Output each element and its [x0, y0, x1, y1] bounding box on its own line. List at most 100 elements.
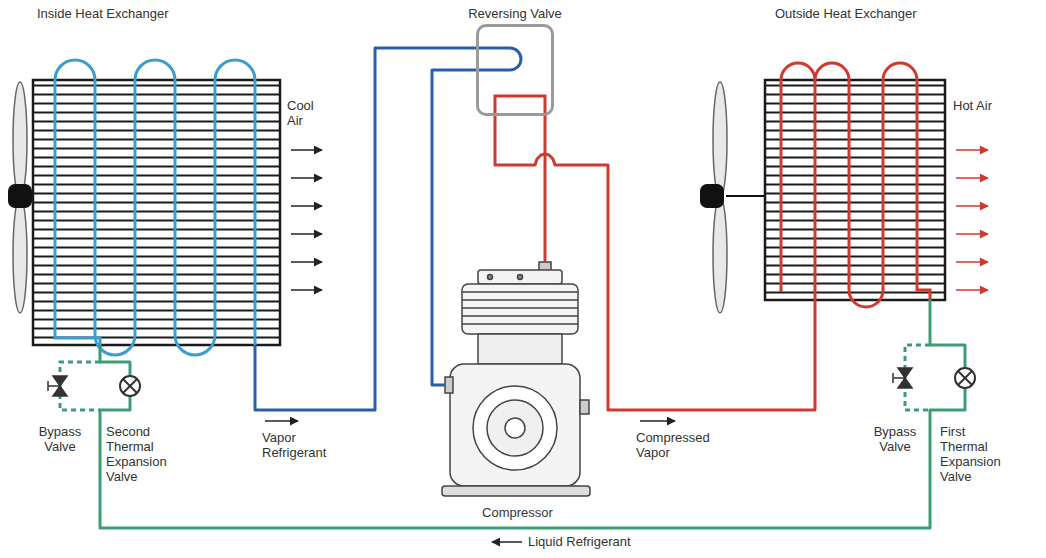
fan: [713, 82, 727, 198]
expansion-valve-symbol: [958, 371, 972, 385]
valve-label: Bypass Valve: [30, 424, 90, 454]
air-flow-arrow: [291, 177, 322, 179]
bypass-valve-symbol: [47, 381, 49, 391]
vapor-pipe: [255, 48, 460, 410]
air-flow-label-box: Cool Air: [287, 98, 331, 128]
compressor-drawing: [445, 377, 453, 393]
compressed-vapor-pipe: [495, 118, 815, 410]
valve-label-box: Bypass Valve: [30, 424, 90, 454]
fan: [8, 82, 33, 313]
air-flow-arrow: [956, 261, 988, 263]
compressor-drawing: [462, 323, 578, 325]
expansion-valve-symbol: [123, 379, 137, 393]
valve-body: [476, 24, 554, 116]
fan: [700, 82, 765, 313]
heat-exchanger-coil: [781, 63, 815, 292]
air-flow-arrow: [956, 149, 988, 151]
air-flow-arrow: [291, 261, 322, 263]
bypass-valve-symbol: [898, 368, 912, 378]
expansion-valve-symbol: [120, 376, 140, 396]
fan: [700, 184, 724, 208]
air-flow-arrow: [291, 233, 322, 235]
valve-label: Second Thermal Expansion Valve: [106, 424, 178, 484]
compressor-drawing: [442, 486, 590, 496]
compressor-drawing: [462, 299, 578, 301]
air-flow-label: Cool Air: [287, 98, 331, 128]
vapor-pipe: [432, 70, 460, 385]
compressor-drawing: [473, 386, 557, 470]
reversing-valve: Reversing Valve: [460, 4, 570, 118]
bypass-valve-symbol: [893, 368, 912, 388]
valve-passage: [460, 48, 521, 70]
fan: [13, 197, 27, 313]
compressor-drawing: [462, 315, 578, 317]
pipe-label: Vapor Refrigerant: [262, 430, 347, 460]
air-flow-arrow: [956, 233, 988, 235]
bypass-valve-symbol: [898, 378, 912, 388]
fan: [726, 195, 765, 197]
pipe-label: Compressed Vapor: [636, 430, 721, 460]
compressor-drawing: [462, 307, 578, 309]
valve-passage: [460, 48, 545, 118]
compressor-drawing: [505, 418, 525, 438]
compressor-drawing: [478, 334, 562, 364]
air-flow-arrow: [291, 149, 322, 151]
component-name: Compressor: [482, 505, 553, 520]
pipe-label-box: Compressed Vapor: [636, 430, 721, 460]
air-flow-arrow: [291, 150, 322, 290]
compressor-drawing: [478, 270, 562, 284]
bypass-valve-symbol: [48, 385, 60, 387]
air-flow-arrow: [956, 205, 988, 207]
valve-label-box: Second Thermal Expansion Valve: [106, 424, 178, 484]
flow-arrow: [640, 420, 675, 422]
bypass-valve-symbol: [892, 373, 894, 383]
compressed-vapor-pipe: [544, 118, 547, 262]
pipe-label-box: Vapor Refrigerant: [262, 430, 347, 460]
compressor: Compressor: [445, 262, 590, 524]
fan: [13, 82, 27, 198]
heat-exchanger-coil: [33, 80, 280, 345]
pipe-label-box: Liquid Refrigerant: [528, 534, 728, 549]
air-flow-label: Hot Air: [953, 98, 993, 113]
component-name: Inside Heat Exchanger: [37, 6, 169, 21]
fan: [8, 184, 32, 208]
bypass-valve-symbol: [893, 377, 905, 379]
component-name: Reversing Valve: [468, 6, 562, 21]
air-flow-arrow: [956, 289, 988, 291]
compressor-drawing: [462, 291, 578, 293]
valve-label: Bypass Valve: [865, 424, 925, 454]
heat-exchanger-coil: [33, 60, 280, 355]
compressor-drawing: [462, 284, 578, 334]
flow-arrow: [492, 541, 522, 543]
heat-exchanger: Outside Heat Exchanger: [765, 4, 945, 300]
bypass-valve-symbol: [48, 376, 67, 396]
compressor-drawing: [487, 400, 543, 456]
pipe-label: Liquid Refrigerant: [528, 534, 728, 549]
component-name: Outside Heat Exchanger: [775, 6, 917, 21]
flow-arrow: [265, 420, 298, 422]
air-flow-arrow: [956, 177, 988, 179]
compressor-drawing: [442, 262, 590, 496]
liquid-pipe: [100, 300, 965, 528]
compressor-drawing: [580, 400, 589, 414]
bypass-line: [905, 345, 930, 410]
compressor-drawing: [518, 275, 523, 280]
expansion-valve-symbol: [120, 376, 140, 396]
air-flow-arrow: [956, 150, 988, 290]
compressor-drawing: [488, 275, 493, 280]
bypass-line: [60, 362, 100, 410]
fan: [713, 197, 727, 313]
valve-label: First Thermal Expansion Valve: [940, 424, 1012, 484]
bypass-line: [60, 345, 930, 410]
air-flow-arrow: [291, 205, 322, 207]
air-flow-label-box: Hot Air: [953, 98, 993, 113]
expansion-valve-symbol: [955, 368, 975, 388]
heat-exchanger-coil: [815, 63, 930, 307]
bypass-valve-symbol: [53, 376, 67, 386]
expansion-valve-symbol: [123, 379, 137, 393]
valve-label-box: Bypass Valve: [865, 424, 925, 454]
